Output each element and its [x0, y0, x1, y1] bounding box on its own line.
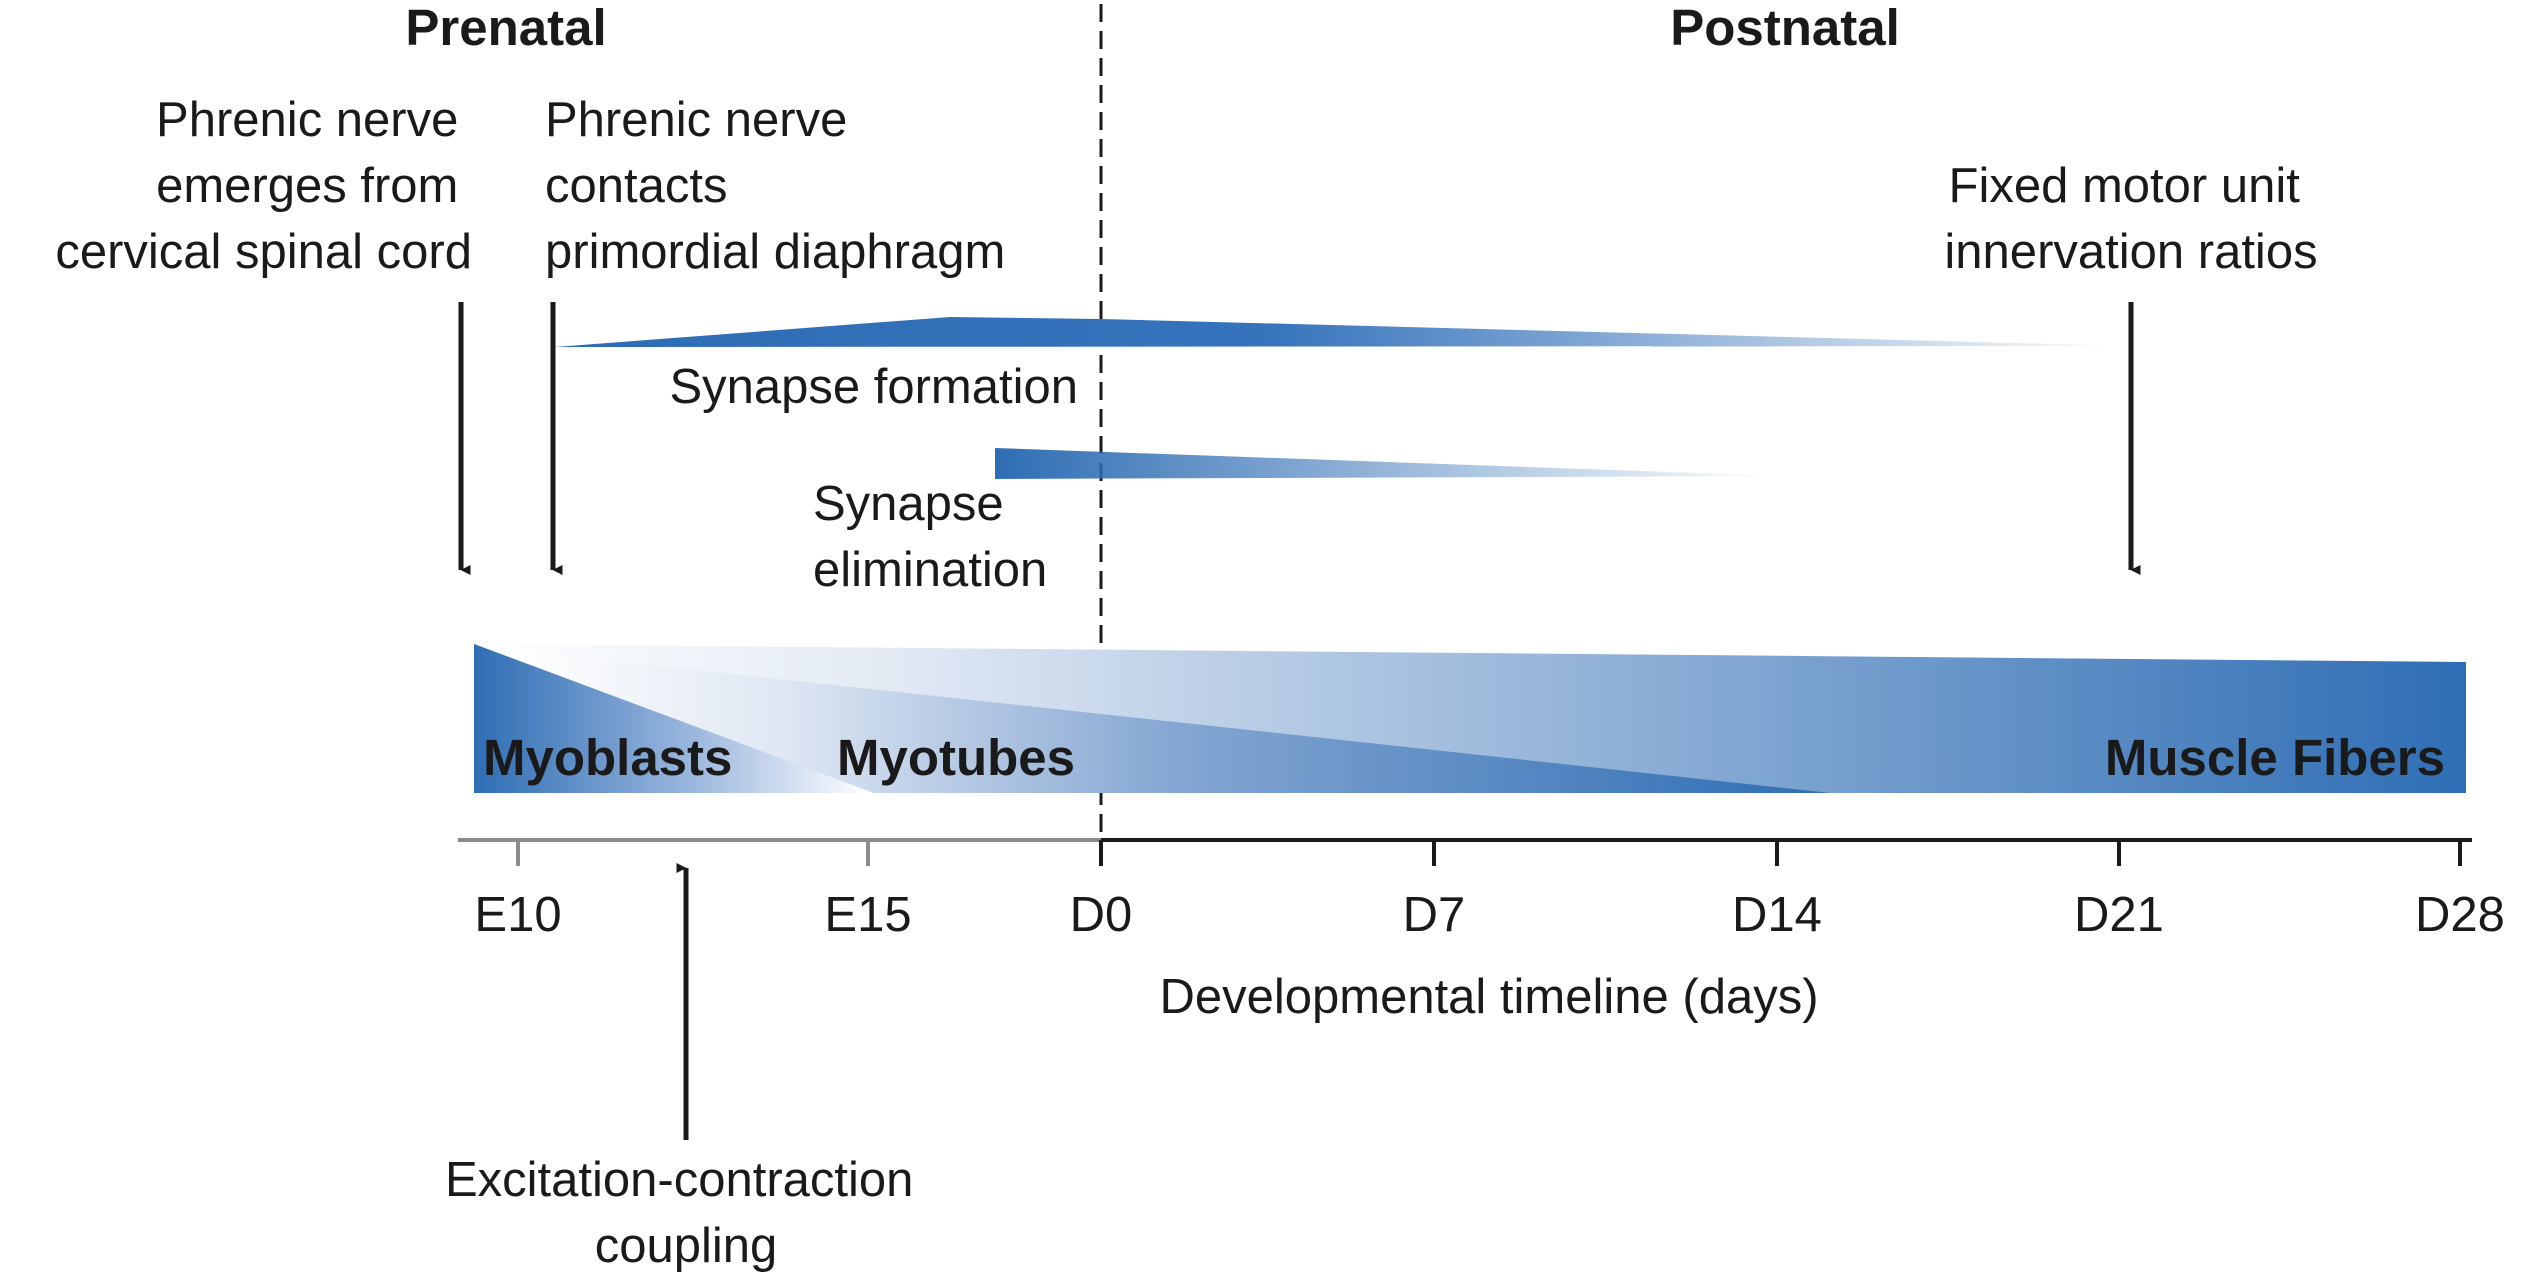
axis-tick-e10: E10	[474, 840, 562, 942]
axis-tick-d28: D28	[2415, 840, 2505, 942]
phrenic-contacts-label: Phrenic nerve contacts primordial diaphr…	[545, 93, 1005, 279]
prenatal-heading: Prenatal	[405, 0, 606, 56]
svg-text:D7: D7	[1403, 888, 1466, 942]
myoblasts-band	[474, 644, 874, 793]
axis-tick-d14: D14	[1732, 840, 1822, 942]
myotubes-band	[474, 646, 1830, 793]
myoblasts-label: Myoblasts	[483, 729, 732, 786]
synapse-elimination-band	[995, 448, 1780, 479]
axis-title: Developmental timeline (days)	[1159, 970, 1818, 1024]
svg-text:D14: D14	[1732, 888, 1822, 942]
svg-text:D28: D28	[2415, 888, 2505, 942]
phrenic-emerges-label: Phrenic nerve emerges from cervical spin…	[55, 93, 472, 279]
postnatal-heading: Postnatal	[1670, 0, 1900, 56]
svg-text:D21: D21	[2074, 888, 2164, 942]
svg-text:D0: D0	[1070, 888, 1133, 942]
synapse-formation-band	[555, 317, 2130, 347]
muscle-fibers-label: Muscle Fibers	[2105, 729, 2445, 786]
axis-tick-d0: D0	[1070, 840, 1133, 942]
fixed-ratio-label: Fixed motor unit innervation ratios	[1944, 159, 2317, 279]
svg-text:E10: E10	[474, 888, 561, 942]
axis-tick-e15: E15	[824, 840, 912, 942]
ec-coupling-label: Excitation-contraction coupling	[445, 1153, 927, 1273]
synapse-elimination-label: Synapse elimination	[813, 477, 1047, 597]
synapse-formation-label: Synapse formation	[669, 360, 1078, 414]
axis-tick-d7: D7	[1403, 840, 1466, 942]
myotubes-label: Myotubes	[837, 729, 1075, 786]
svg-text:E15: E15	[824, 888, 911, 942]
axis-tick-d21: D21	[2074, 840, 2164, 942]
